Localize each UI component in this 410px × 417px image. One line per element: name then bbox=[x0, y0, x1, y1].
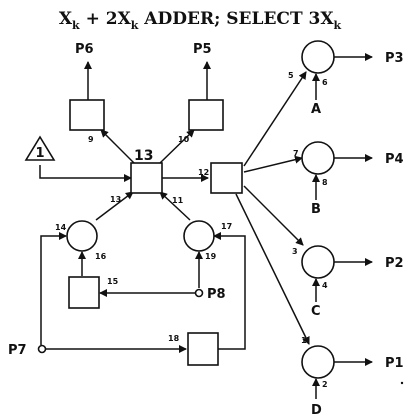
arc-num-14: 14 bbox=[55, 223, 67, 232]
arc-num-17: 17 bbox=[221, 222, 232, 231]
arc-num-7: 7 bbox=[293, 149, 299, 158]
circle-p1-gate bbox=[301, 345, 335, 379]
arc-num-10: 10 bbox=[178, 135, 190, 144]
arc-num-8: 8 bbox=[322, 178, 328, 187]
label-p7: P7 bbox=[8, 343, 27, 358]
circle-p4-gate bbox=[301, 141, 335, 175]
circle-16 bbox=[66, 220, 98, 252]
arc-num-3: 3 bbox=[292, 247, 298, 256]
arc-num-1: 1 bbox=[301, 336, 307, 345]
center-box-13 bbox=[130, 162, 163, 194]
arc-num-12: 12 bbox=[198, 168, 209, 177]
box-10 bbox=[188, 99, 224, 131]
box-12 bbox=[210, 162, 243, 194]
label-p6: P6 bbox=[75, 42, 94, 57]
label-p8: P8 bbox=[207, 287, 226, 302]
circle-p3-gate bbox=[301, 40, 335, 74]
arc-num-15: 15 bbox=[107, 277, 119, 286]
center-label: 13 bbox=[134, 148, 153, 164]
arc-num-16: 16 bbox=[95, 252, 107, 261]
label-p3: P3 bbox=[385, 51, 404, 66]
circle-19 bbox=[183, 220, 215, 252]
label-c: C bbox=[311, 304, 321, 319]
box-9 bbox=[69, 99, 105, 131]
box-15 bbox=[68, 276, 100, 309]
p7-node bbox=[37, 344, 47, 354]
label-a: A bbox=[311, 102, 321, 117]
circle-p2-gate bbox=[301, 245, 335, 279]
diagram-title: Xk + 2Xk ADDER; SELECT 3Xk bbox=[59, 9, 342, 32]
label-p1: P1 bbox=[385, 356, 404, 371]
label-p2: P2 bbox=[385, 256, 404, 271]
arc-num-18: 18 bbox=[168, 334, 180, 343]
label-p5: P5 bbox=[193, 42, 212, 57]
stray-dot bbox=[400, 381, 404, 385]
arc-num-11: 11 bbox=[172, 196, 184, 205]
arc-num-2: 2 bbox=[322, 380, 328, 389]
arc-num-6: 6 bbox=[322, 78, 328, 87]
triangle-label: 1 bbox=[35, 146, 44, 161]
arc-num-13: 13 bbox=[110, 195, 121, 204]
wires bbox=[39, 53, 373, 399]
triangle-input bbox=[24, 135, 56, 161]
arc-num-5: 5 bbox=[288, 71, 294, 80]
label-b: B bbox=[311, 202, 321, 217]
box-18 bbox=[187, 332, 219, 366]
label-p4: P4 bbox=[385, 152, 404, 167]
arc-num-9: 9 bbox=[88, 135, 94, 144]
p8-node bbox=[194, 288, 204, 298]
arc-num-4: 4 bbox=[322, 281, 328, 290]
label-d: D bbox=[311, 403, 322, 417]
arc-num-19: 19 bbox=[205, 252, 217, 261]
